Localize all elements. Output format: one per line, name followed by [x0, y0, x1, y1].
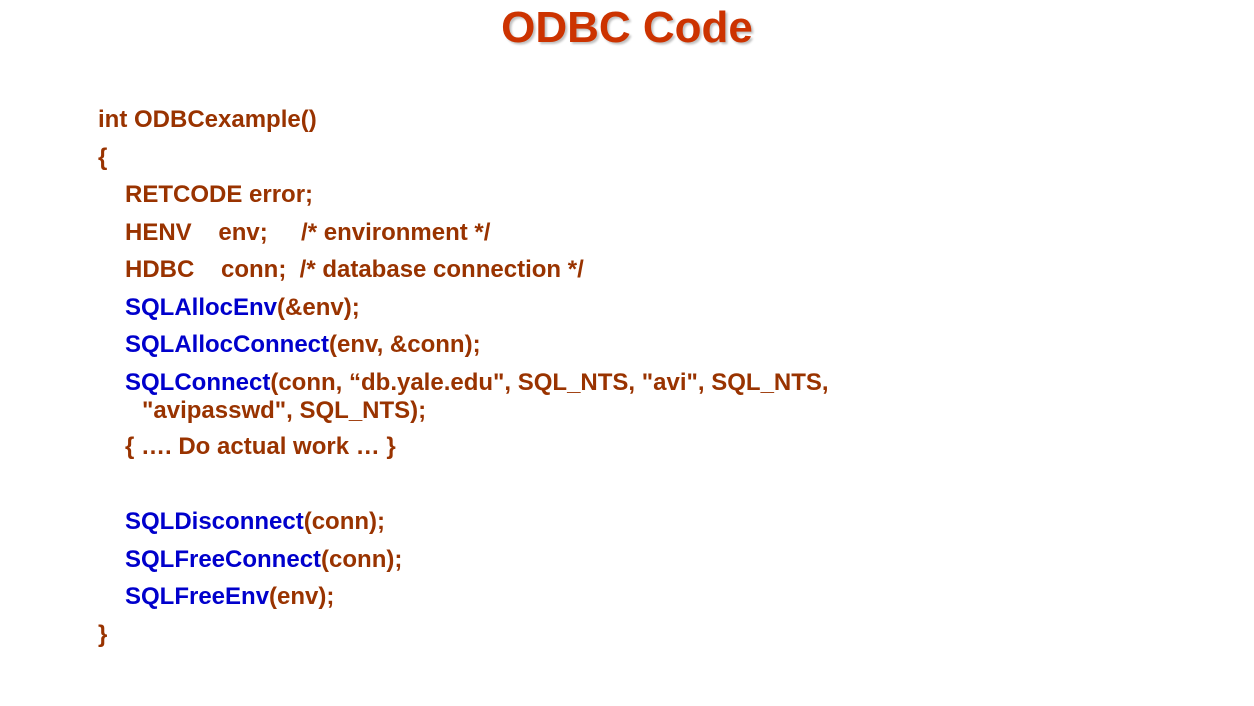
free-connect-function: SQLFreeConnect — [125, 546, 322, 573]
function-signature: int ODBCexample() — [98, 106, 317, 133]
alloc-env-args: (&env); — [277, 294, 360, 321]
close-brace: } — [98, 621, 108, 648]
alloc-connect-args: (env, &conn); — [329, 331, 481, 358]
retcode-declaration: RETCODE error; — [125, 181, 314, 208]
disconnect-args: (conn); — [303, 508, 386, 535]
free-env-statement: SQLFreeEnv(env); — [125, 582, 334, 612]
open-brace: { — [98, 144, 108, 171]
connect-args-line2: "avipasswd", SQL_NTS); — [142, 397, 427, 424]
connect-function: SQLConnect — [125, 369, 271, 396]
free-connect-args: (conn); — [321, 546, 403, 573]
connect-args-line1: (conn, “db.yale.edu", SQL_NTS, "avi", SQ… — [270, 369, 829, 396]
slide-title: ODBC Code — [501, 3, 753, 52]
alloc-connect-function: SQLAllocConnect — [125, 331, 330, 358]
disconnect-statement: SQLDisconnect(conn); — [125, 507, 385, 537]
alloc-env-function: SQLAllocEnv — [125, 294, 278, 321]
free-connect-statement: SQLFreeConnect(conn); — [125, 545, 402, 575]
work-block: { …. Do actual work … } — [125, 433, 396, 460]
alloc-connect-statement: SQLAllocConnect(env, &conn); — [125, 330, 481, 360]
free-env-function: SQLFreeEnv — [125, 583, 270, 610]
alloc-env-statement: SQLAllocEnv(&env); — [125, 293, 360, 323]
connect-statement: SQLConnect(conn, “db.yale.edu", SQL_NTS,… — [125, 370, 829, 422]
disconnect-function: SQLDisconnect — [125, 508, 304, 535]
hdbc-declaration: HDBC conn; /* database connection */ — [125, 256, 584, 283]
henv-declaration: HENV env; /* environment */ — [125, 219, 491, 246]
free-env-args: (env); — [269, 583, 335, 610]
